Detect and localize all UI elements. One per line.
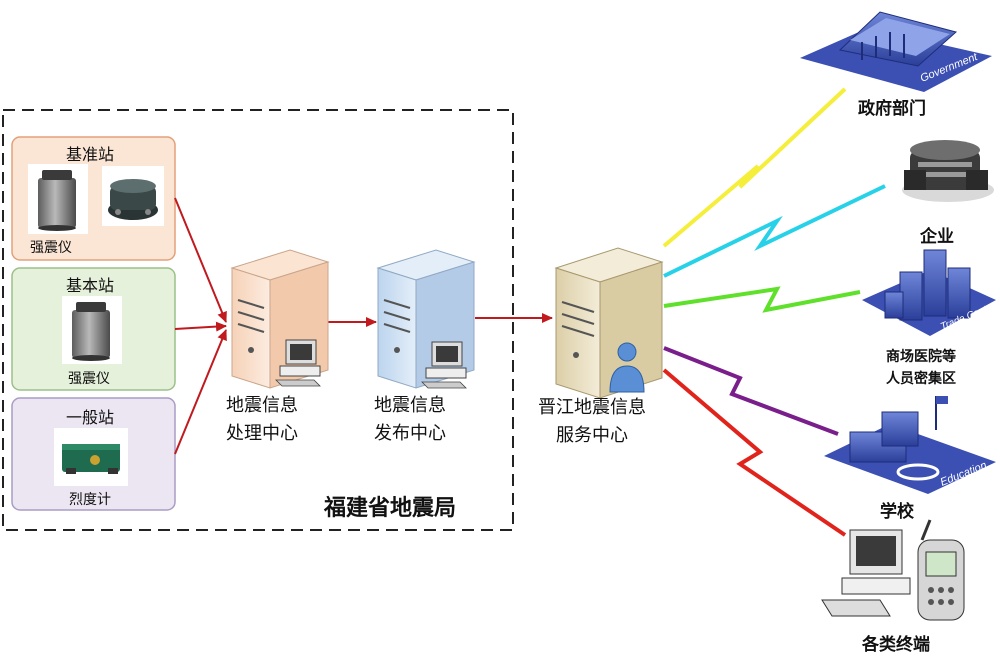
endpoint-label-enterprise: 企业 bbox=[920, 227, 954, 247]
wireless-link-dense-area bbox=[663, 286, 861, 313]
service-server-icon bbox=[554, 247, 664, 399]
wireless-link-government bbox=[662, 87, 847, 248]
wireless-link-school bbox=[663, 346, 839, 436]
publishing-server-icon bbox=[376, 249, 476, 389]
arrow-general-to-processing bbox=[174, 329, 227, 455]
seismometer-dome-icon bbox=[102, 166, 164, 226]
school-icon: Education bbox=[824, 396, 996, 494]
instrument-label-reference: 强震仪 bbox=[30, 240, 72, 256]
station-title-general: 一般站 bbox=[66, 408, 115, 427]
intensity-meter-icon bbox=[54, 428, 128, 486]
user-icon bbox=[609, 342, 645, 393]
instrument-label-basic: 强震仪 bbox=[68, 371, 110, 387]
workstation-icon bbox=[421, 341, 467, 389]
endpoint-label-government: 政府部门 bbox=[858, 99, 926, 119]
publishing-center-label: 地震信息发布中心 bbox=[374, 395, 446, 444]
arrow-reference-to-processing bbox=[174, 197, 227, 323]
strong-motion-seismograph-icon bbox=[28, 164, 88, 234]
bureau-label: 福建省地震局 bbox=[324, 496, 457, 521]
processing-center-label: 地震信息处理中心 bbox=[226, 395, 298, 444]
arrow-basic-to-processing bbox=[174, 321, 227, 332]
wireless-link-enterprise bbox=[663, 184, 886, 278]
instrument-label-general: 烈度计 bbox=[69, 492, 111, 508]
service-center-label: 晋江地震信息服务中心 bbox=[538, 397, 646, 446]
endpoint-label-dense-area: 商场医院等人员密集区 bbox=[886, 349, 956, 387]
endpoint-label-school: 学校 bbox=[880, 502, 914, 522]
workstation-icon bbox=[275, 339, 321, 387]
station-title-basic: 基本站 bbox=[66, 276, 115, 295]
government-building-icon: Government bbox=[800, 11, 992, 92]
bureau-boundary bbox=[2, 109, 514, 531]
strong-motion-seismograph-icon bbox=[62, 296, 122, 364]
endpoint-label-terminals: 各类终端 bbox=[862, 635, 930, 655]
wireless-link-terminals bbox=[662, 368, 847, 537]
terminal-devices-icon bbox=[821, 519, 965, 621]
enterprise-building-icon bbox=[902, 140, 994, 202]
trade-center-icon: Trade Center bbox=[862, 249, 998, 336]
station-title-reference: 基准站 bbox=[66, 145, 115, 164]
